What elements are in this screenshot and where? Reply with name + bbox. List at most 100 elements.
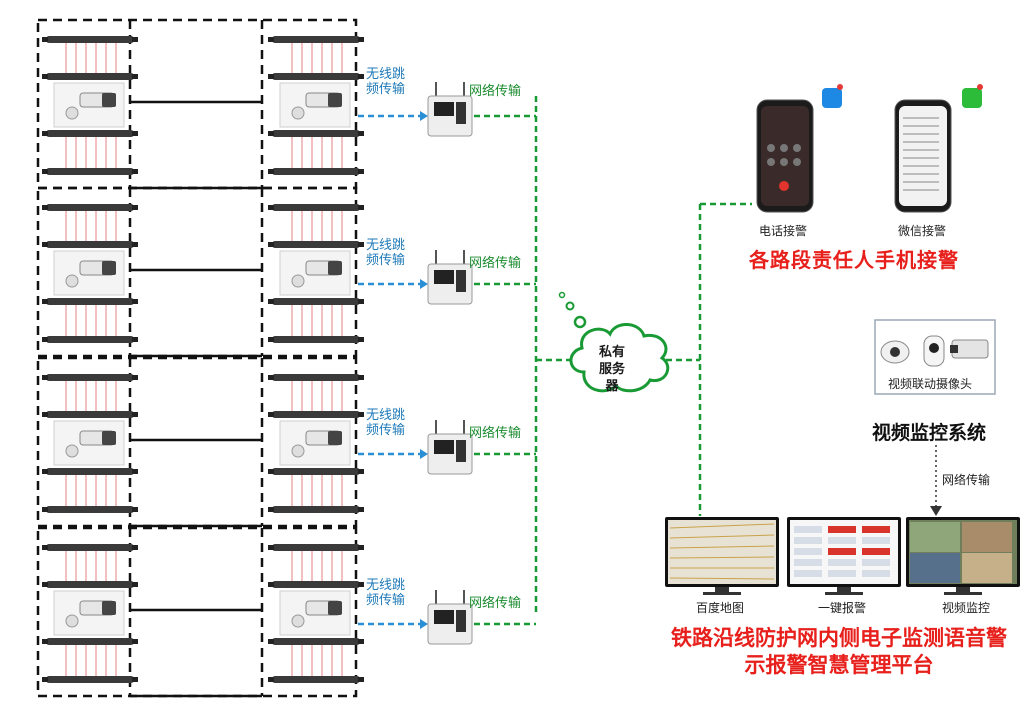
bar-cap (358, 74, 364, 79)
speaker-icon (291, 444, 305, 458)
camera-lens (102, 431, 116, 445)
wireless-label-4: 无线跳频传输 (366, 578, 406, 608)
wireless-label-1: 无线跳频传输 (366, 67, 406, 97)
fence-section (36, 526, 364, 698)
alarm-host-keypad (456, 610, 466, 632)
alarm-host-screen (434, 610, 454, 624)
network-label-4: 网络传输 (469, 596, 522, 611)
phone-call-icon (822, 88, 842, 108)
sensor-bar (46, 298, 134, 305)
alarm-tile (862, 537, 890, 544)
video-feed (962, 553, 1012, 583)
speaker-icon (291, 614, 305, 628)
camera-lens (102, 261, 116, 275)
bar-cap (358, 545, 364, 550)
map-road (669, 523, 775, 529)
sensor-bar (46, 544, 134, 551)
bubble-icon (565, 301, 575, 311)
call-button (780, 158, 788, 166)
bar-cap (268, 299, 274, 304)
bar-cap (268, 131, 274, 136)
camera-lens (328, 601, 342, 615)
sensor-bar (46, 676, 134, 683)
alarm-tile (828, 548, 856, 555)
network-label-1: 网络传输 (469, 84, 522, 99)
monitor-map-label: 百度地图 (696, 601, 745, 615)
hangup-button (779, 181, 789, 191)
sensor-bar (46, 204, 134, 211)
bar-cap (42, 242, 48, 247)
wireless-arrowhead (420, 449, 428, 459)
bar-cap (268, 37, 274, 42)
sensor-bar (46, 241, 134, 248)
sensor-bar (46, 506, 134, 513)
monitor-base (703, 592, 741, 595)
wechat-icon (962, 88, 982, 108)
sensor-bar (46, 581, 134, 588)
ptz-camera-lens (929, 343, 939, 353)
camera-lens (328, 431, 342, 445)
bar-cap (268, 582, 274, 587)
bar-cap (268, 639, 274, 644)
call-button (793, 158, 801, 166)
bar-cap (42, 545, 48, 550)
call-button (767, 144, 775, 152)
alarm-host-keypad (456, 440, 466, 462)
camera-lens (328, 261, 342, 275)
phone-screen (899, 106, 947, 206)
sensor-bar (272, 298, 360, 305)
sensor-bar (272, 168, 360, 175)
sensor-bar (272, 506, 360, 513)
sensor-bar (46, 411, 134, 418)
camera-label: 视频联动摄像头 (888, 377, 973, 391)
bar-cap (42, 131, 48, 136)
sensor-bar (272, 73, 360, 80)
bar-cap (358, 131, 364, 136)
sensor-bar (272, 676, 360, 683)
bar-cap (42, 299, 48, 304)
alarm-tile (794, 548, 822, 555)
speaker-icon (65, 106, 79, 120)
call-button (793, 144, 801, 152)
speaker-icon (291, 274, 305, 288)
server-cloud-icon (569, 323, 670, 393)
sensor-bar (272, 638, 360, 645)
bar-cap (42, 469, 48, 474)
monitor-video-label: 视频监控 (942, 601, 991, 615)
bar-cap (132, 677, 138, 682)
video-system-title: 视频监控系统 (872, 422, 987, 444)
bar-cap (132, 37, 138, 42)
wireless-arrowhead (420, 279, 428, 289)
monitor-base (825, 592, 863, 595)
bar-cap (268, 169, 274, 174)
alarm-tile (828, 559, 856, 566)
monitor-alarm-label: 一键报警 (818, 601, 867, 615)
notification-dot (977, 84, 983, 90)
bar-cap (42, 37, 48, 42)
bar-cap (358, 37, 364, 42)
sensor-bar (46, 73, 134, 80)
sensor-bar (46, 168, 134, 175)
alarm-host-screen (434, 102, 454, 116)
bar-cap (42, 375, 48, 380)
bar-cap (358, 469, 364, 474)
alarm-host-keypad (456, 270, 466, 292)
bar-cap (358, 677, 364, 682)
bar-cap (358, 299, 364, 304)
bar-cap (132, 337, 138, 342)
alarm-tile (862, 548, 890, 555)
bar-cap (358, 242, 364, 247)
bar-cap (268, 469, 274, 474)
dome-camera-lens (890, 347, 900, 357)
sensor-bar (272, 581, 360, 588)
bar-cap (268, 205, 274, 210)
bubble-icon (558, 291, 566, 299)
alarm-tile (862, 559, 890, 566)
bar-cap (132, 375, 138, 380)
wechat-label: 微信接警 (898, 224, 947, 238)
bar-cap (132, 169, 138, 174)
mobile-alert-title: 各路段责任人手机接警 (749, 248, 959, 272)
map-road (669, 577, 775, 580)
alarm-tile (794, 537, 822, 544)
